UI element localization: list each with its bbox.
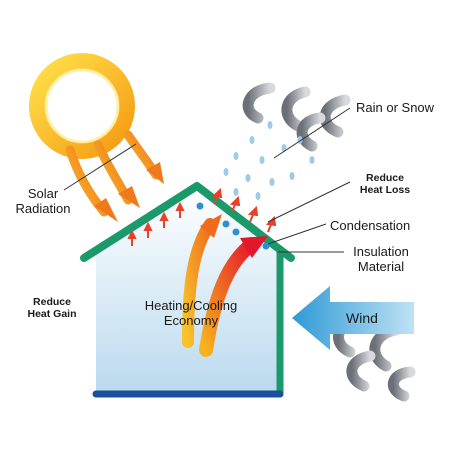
sun-icon — [29, 53, 135, 159]
heating-cooling-arrows — [182, 218, 259, 357]
solar-arrowheads — [94, 162, 164, 222]
reduce-heat-gain-line2: Heat Gain — [27, 308, 77, 320]
leader-lines — [63, 107, 351, 253]
rain-drops — [223, 121, 315, 200]
wind-label: Wind — [346, 310, 378, 326]
condensation-label: Condensation — [330, 218, 411, 233]
heat-loss-arrows — [127, 187, 277, 246]
reduce-heat-gain-label: Reduce Heat Gain — [22, 296, 82, 320]
solar-radiation-label: Solar Radiation — [10, 186, 76, 216]
wind-arrow-icon — [292, 286, 414, 350]
heating-cooling-economy-label: Heating/Cooling Economy — [136, 298, 246, 328]
solar-label-line2: Radiation — [15, 201, 71, 216]
condensation-drops — [196, 202, 270, 250]
heating-cooling-line1: Heating/Cooling — [144, 298, 238, 313]
heating-cooling-arrowheads — [200, 214, 268, 258]
insulation-material-label: Insulation Material — [346, 244, 416, 274]
insulation-line2: Material — [357, 259, 405, 274]
reduce-heat-loss-line1: Reduce — [366, 172, 404, 184]
reduce-heat-gain-line1: Reduce — [33, 296, 71, 308]
insulation-line1: Insulation — [353, 244, 409, 259]
solar-label-line1: Solar — [27, 186, 59, 201]
storm-clouds-icon — [242, 82, 351, 152]
reduce-heat-loss-line2: Heat Loss — [359, 184, 411, 196]
rain-or-snow-label: Rain or Snow — [356, 100, 435, 115]
heating-cooling-line2: Economy — [163, 313, 219, 328]
reduce-heat-loss-label: Reduce Heat Loss — [356, 172, 414, 196]
